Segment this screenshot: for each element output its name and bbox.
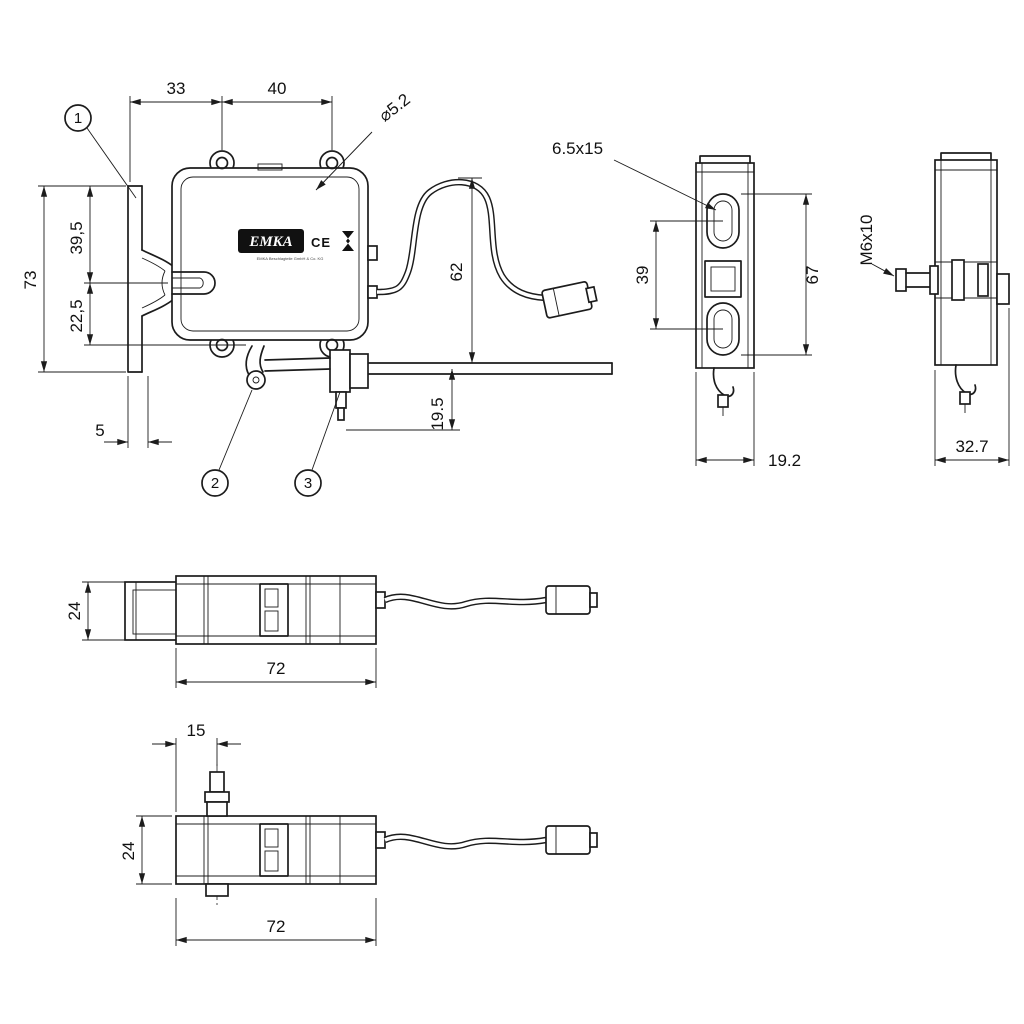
balloon-3-label: 3 — [304, 475, 312, 492]
front-view: EMKA CE EMKA Beschlagteile GmbH & Co. KG — [21, 79, 613, 497]
cable-tail — [712, 367, 735, 398]
dim-top-72: 72 — [267, 659, 286, 678]
top-view: 24 72 — [65, 575, 598, 688]
balloon-3: 3 — [294, 391, 341, 497]
dim-22-5: 22,5 — [67, 299, 86, 332]
balloon-1-label: 1 — [74, 110, 82, 127]
dim-73: 73 — [21, 271, 40, 290]
dim-dia-5-2: ⌀5.2 — [375, 90, 413, 126]
cable-boot — [375, 591, 386, 609]
dim-bottom-72: 72 — [267, 917, 286, 936]
emka-logo: EMKA CE EMKA Beschlagteile GmbH & Co. KG — [238, 229, 354, 261]
emka-brand-text: EMKA — [248, 234, 292, 250]
top-dimensions: 24 72 — [65, 581, 377, 688]
dim-5: 5 — [95, 421, 104, 440]
dim-19-5: 19.5 — [428, 397, 447, 430]
dim-40: 40 — [268, 79, 287, 98]
connector-plug — [541, 281, 598, 319]
balloon-2-label: 2 — [211, 475, 219, 492]
side2-dimensions: M6x10 32.7 — [857, 214, 1010, 466]
top-cable — [383, 593, 547, 610]
dim-33: 33 — [167, 79, 186, 98]
cable-boot-2 — [375, 831, 386, 849]
latch-window — [704, 260, 742, 298]
bottom-dimensions: 15 24 72 — [119, 721, 377, 946]
bottom-view: 15 24 72 — [119, 721, 598, 946]
emka-emblem-icon — [342, 231, 354, 251]
device-body — [171, 156, 378, 352]
latch-bracket — [124, 581, 178, 641]
bottom-cable — [383, 833, 547, 850]
dim-top-24: 24 — [65, 602, 84, 621]
dim-15: 15 — [187, 721, 206, 740]
dim-32-7: 32.7 — [955, 437, 988, 456]
cable — [376, 178, 547, 302]
side-body — [695, 155, 755, 416]
dim-bottom-24: 24 — [119, 842, 138, 861]
bottom-connector-plug — [545, 825, 598, 855]
logo-subtext: EMKA Beschlagteile GmbH & Co. KG — [257, 256, 324, 261]
dim-39: 39 — [633, 266, 652, 285]
top-connector-plug — [545, 585, 598, 615]
m6-screw — [895, 259, 989, 301]
dim-67: 67 — [803, 266, 822, 285]
ce-mark: CE — [311, 235, 331, 250]
lever — [245, 345, 331, 390]
bottom-body — [175, 764, 386, 906]
side-view: 6.5x15 39 67 19.2 — [552, 139, 822, 470]
dim-slot-6-5x15: 6.5x15 — [552, 139, 603, 158]
dim-39-5: 39,5 — [67, 221, 86, 254]
push-rod — [329, 349, 613, 421]
mounting-plate — [127, 185, 175, 373]
side2-body — [895, 152, 1010, 413]
side-tab — [996, 273, 1010, 305]
dim-62: 62 — [447, 263, 466, 282]
top-body — [124, 575, 386, 645]
balloon-2: 2 — [201, 389, 253, 497]
side-dimensions: 6.5x15 39 67 19.2 — [552, 139, 822, 470]
knob — [204, 771, 230, 897]
dim-19-2: 19.2 — [768, 451, 801, 470]
dim-m6x10: M6x10 — [857, 214, 876, 265]
front-dimensions: 33 40 ⌀5.2 73 39,5 22,5 62 19.5 — [21, 79, 482, 448]
cable-tail-2 — [954, 364, 977, 396]
emka-logo-box — [238, 229, 304, 253]
side-view-2: M6x10 32.7 — [857, 152, 1010, 466]
balloon-1: 1 — [64, 104, 137, 199]
